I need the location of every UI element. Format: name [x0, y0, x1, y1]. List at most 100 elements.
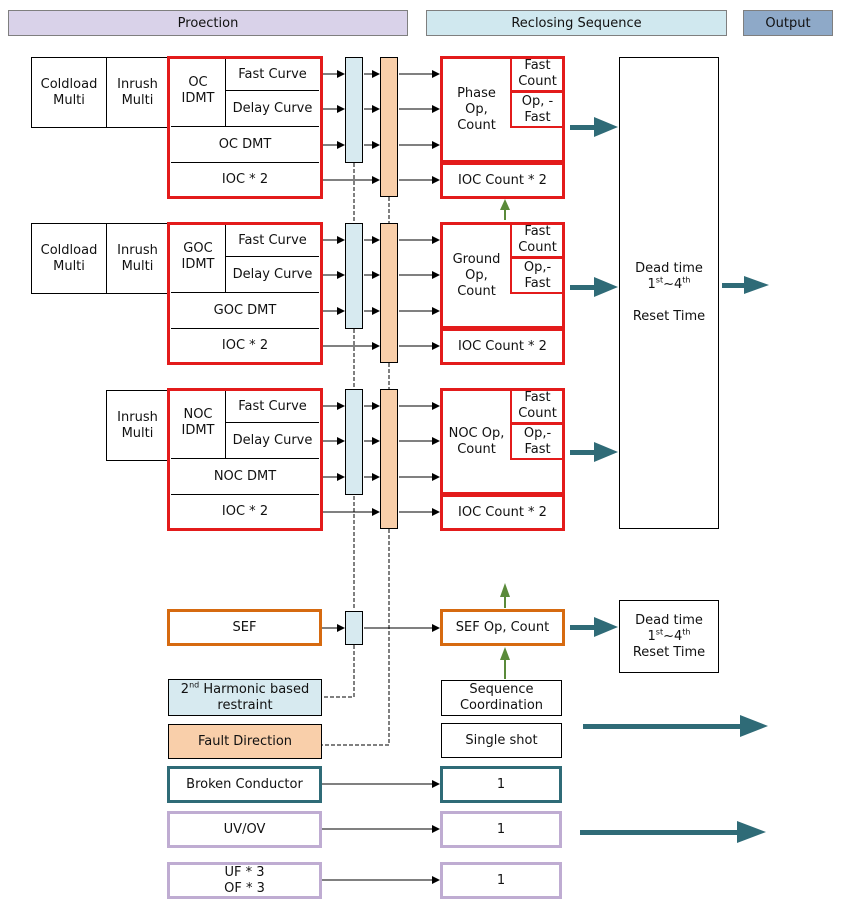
- lower-connectors: [322, 624, 440, 884]
- fault-direction-label: Fault Direction: [197, 733, 293, 749]
- reset-time-label: Reset Time: [632, 309, 706, 324]
- phase-dmt-label: OC DMT: [218, 136, 272, 152]
- broken-conductor-label: Broken Conductor: [186, 776, 303, 792]
- ground-coldload-label: Coldload Multi: [40, 242, 98, 274]
- noc-protection-box: [167, 388, 323, 531]
- phase-delay-curve-box: Delay Curve: [226, 91, 319, 126]
- ufof-label: UF * 3 OF * 3: [224, 864, 265, 896]
- noc-idmt-box: NOC IDMT: [171, 391, 226, 458]
- ground-fast-count-label: Fast Count: [518, 224, 557, 255]
- noc-dmt-label: NOC DMT: [213, 468, 277, 484]
- noc-delay-curve-box: Delay Curve: [226, 423, 319, 458]
- protection-header-label: Proection: [177, 15, 239, 31]
- broken-conductor-count: 1: [496, 776, 506, 792]
- phase-coldload-label: Coldload Multi: [40, 76, 98, 108]
- ground-coldload-box: Coldload Multi: [31, 223, 107, 294]
- phase-op-count-label: Phase Op, Count: [457, 85, 496, 133]
- phase-idmt-box: OC IDMT: [171, 59, 226, 126]
- phase-op-count-cell: Phase Op, Count: [443, 59, 510, 160]
- ground-ioc-label: IOC * 2: [221, 337, 269, 353]
- noc-fast-count-label: Fast Count: [518, 390, 557, 421]
- noc-fast-count-cell: Fast Count: [510, 388, 565, 424]
- noc-ioc-count-box: IOC Count * 2: [440, 494, 565, 531]
- output-header-label: Output: [765, 15, 811, 31]
- noc-idmt-label: NOC IDMT: [181, 407, 215, 438]
- single-shot-label: Single shot: [465, 732, 538, 748]
- sef-label: SEF: [232, 619, 257, 635]
- ground-op-fast-cell: Op,- Fast: [510, 257, 565, 294]
- ground-fast-curve-box: Fast Curve: [226, 225, 319, 257]
- dead-time-range: 1st~4th: [647, 275, 691, 292]
- phase-ioc-box: IOC * 2: [171, 163, 319, 196]
- sef-dead-time-box: Dead time 1st~4th Reset Time: [619, 600, 719, 673]
- fault-direction-box: Fault Direction: [168, 724, 322, 759]
- ground-fast-count-cell: Fast Count: [510, 222, 565, 258]
- noc-direction-bar: [380, 389, 398, 529]
- uvov-count-box: 1: [440, 811, 562, 848]
- phase-op-fast-label: Op, - Fast: [521, 93, 554, 125]
- noc-op-count-label: NOC Op, Count: [448, 425, 505, 457]
- ground-protection-box: [167, 222, 323, 365]
- ground-op-count-label: Ground Op, Count: [452, 251, 501, 299]
- ground-direction-bar: [380, 223, 398, 363]
- ground-fast-curve-label: Fast Curve: [238, 232, 307, 248]
- harmonic-restraint-box: 2nd Harmonic based restraint: [168, 679, 322, 716]
- reclosing-header: Reclosing Sequence: [426, 10, 727, 36]
- ground-dmt-box: GOC DMT: [171, 292, 319, 329]
- teal-output-arrows: [570, 117, 769, 843]
- ground-dmt-label: GOC DMT: [213, 302, 277, 318]
- sef-restraint-bar: [345, 611, 363, 645]
- sequence-coordination-label: Sequence Coordination: [459, 682, 544, 713]
- noc-inrush-label: Inrush Multi: [117, 409, 158, 441]
- phase-inrush-box: Inrush Multi: [106, 57, 169, 128]
- ufof-count-box: 1: [440, 862, 562, 899]
- broken-conductor-box: Broken Conductor: [167, 766, 322, 803]
- uvov-count: 1: [496, 821, 506, 837]
- noc-dmt-box: NOC DMT: [171, 458, 319, 495]
- ufof-count: 1: [496, 872, 506, 888]
- dead-time-box: Dead time 1st~4th Reset Time: [619, 57, 719, 529]
- noc-op-fast-label: Op,- Fast: [523, 425, 552, 457]
- harmonic-restraint-line: [322, 163, 355, 698]
- phase-coldload-box: Coldload Multi: [31, 57, 107, 128]
- noc-connectors: [322, 402, 440, 516]
- sequence-coordination-box: Sequence Coordination: [441, 680, 562, 716]
- single-shot-box: Single shot: [441, 723, 562, 758]
- phase-direction-bar: [380, 57, 398, 197]
- reclosing-header-label: Reclosing Sequence: [511, 15, 642, 31]
- noc-inrush-box: Inrush Multi: [106, 390, 169, 461]
- ufof-box: UF * 3 OF * 3: [167, 862, 322, 899]
- phase-fast-count-cell: Fast Count: [510, 56, 565, 92]
- phase-inrush-label: Inrush Multi: [117, 76, 158, 108]
- phase-fast-count-label: Fast Count: [518, 58, 557, 89]
- broken-conductor-count-box: 1: [440, 766, 562, 803]
- fault-direction-line: [322, 197, 390, 746]
- sef-dead-time-range: 1st~4th: [647, 627, 691, 644]
- output-header: Output: [743, 10, 833, 36]
- noc-ioc-label: IOC * 2: [221, 503, 269, 519]
- phase-protection-box: [167, 56, 323, 199]
- noc-op-fast-cell: Op,- Fast: [510, 423, 565, 460]
- uvov-box: UV/OV: [167, 811, 322, 848]
- ground-connectors: [322, 236, 440, 350]
- phase-restraint-bar: [345, 57, 363, 163]
- ground-delay-curve-box: Delay Curve: [226, 257, 319, 292]
- phase-fast-curve-box: Fast Curve: [226, 59, 319, 91]
- noc-restraint-bar: [345, 389, 363, 495]
- green-up-arrows: [500, 199, 510, 679]
- phase-op-fast-cell: Op, - Fast: [510, 91, 565, 128]
- phase-connectors: [322, 70, 440, 184]
- phase-ioc-count-box: IOC Count * 2: [440, 162, 565, 199]
- ground-ioc-count-label: IOC Count * 2: [458, 338, 547, 354]
- ground-idmt-box: GOC IDMT: [171, 225, 226, 292]
- sef-dead-time-label: Dead time: [635, 612, 703, 628]
- ground-op-fast-label: Op,- Fast: [523, 259, 552, 291]
- phase-ioc-count-label: IOC Count * 2: [458, 172, 547, 188]
- sef-box: SEF: [167, 609, 322, 646]
- phase-fast-curve-label: Fast Curve: [238, 66, 307, 82]
- ground-restraint-bar: [345, 223, 363, 329]
- noc-delay-curve-label: Delay Curve: [232, 432, 313, 448]
- ground-inrush-label: Inrush Multi: [117, 242, 158, 274]
- ground-ioc-box: IOC * 2: [171, 329, 319, 362]
